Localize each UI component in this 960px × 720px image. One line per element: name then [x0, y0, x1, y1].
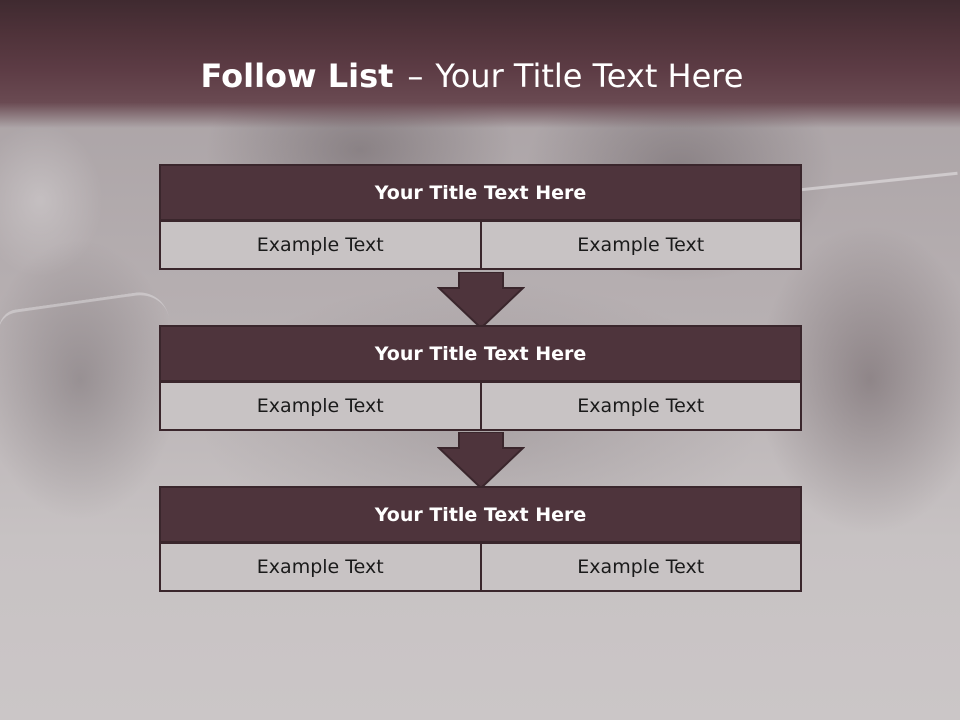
example-cell-left: Example Text [159, 542, 482, 592]
example-cell-right: Example Text [479, 542, 802, 592]
block-title: Your Title Text Here [159, 164, 802, 221]
example-cell-right: Example Text [479, 381, 802, 431]
follow-block-2: Your Title Text Here Example Text Exampl… [159, 325, 802, 431]
example-cell-left: Example Text [159, 220, 482, 270]
title-dash: – [407, 57, 424, 95]
follow-block-3: Your Title Text Here Example Text Exampl… [159, 486, 802, 592]
example-cell-left: Example Text [159, 381, 482, 431]
block-row: Example Text Example Text [159, 381, 802, 431]
down-arrow-icon [437, 272, 525, 330]
block-row: Example Text Example Text [159, 542, 802, 592]
title-rest: Your Title Text Here [435, 57, 744, 95]
block-title: Your Title Text Here [159, 486, 802, 543]
slide-title: Follow List–Your Title Text Here [0, 52, 944, 100]
down-arrow-icon [437, 432, 525, 490]
example-cell-right: Example Text [479, 220, 802, 270]
block-title: Your Title Text Here [159, 325, 802, 382]
block-row: Example Text Example Text [159, 220, 802, 270]
title-bold: Follow List [200, 57, 394, 95]
follow-block-1: Your Title Text Here Example Text Exampl… [159, 164, 802, 270]
title-bar [0, 0, 960, 128]
